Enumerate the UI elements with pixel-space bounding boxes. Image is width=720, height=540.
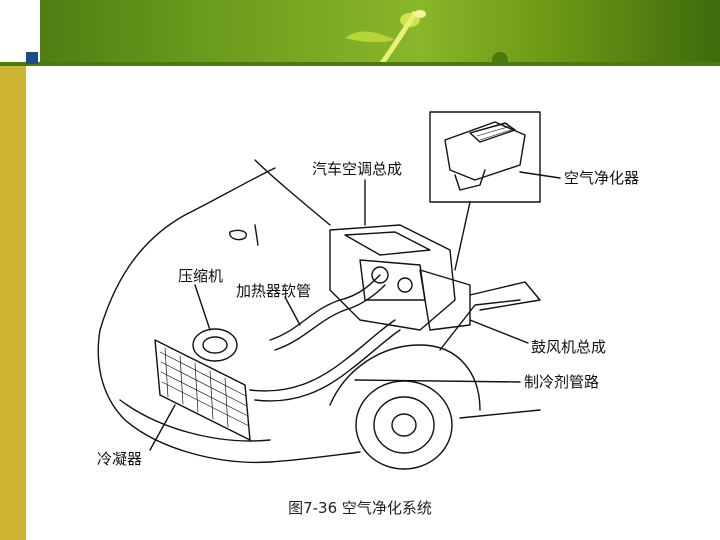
label-compressor: 压缩机 — [178, 267, 224, 285]
refrigerant-pipe — [249, 319, 396, 392]
callout-refrigerant — [354, 379, 521, 383]
callout-blower — [469, 319, 529, 344]
left-sidebar-bar — [0, 66, 26, 540]
header-divider — [0, 62, 720, 66]
corner-accent-square — [26, 52, 38, 64]
callout-heater — [284, 296, 301, 326]
car-door-line — [439, 299, 521, 351]
car-hood-edge — [254, 159, 331, 226]
callout-inset-link — [454, 201, 471, 271]
label-refrigerant-pipe: 制冷剂管路 — [524, 373, 600, 391]
car-side-outline — [269, 451, 361, 463]
header-banner — [0, 0, 720, 66]
callout-compressor — [194, 284, 211, 331]
car-fender — [329, 344, 481, 411]
air-purifier-inset — [429, 111, 541, 203]
wheel-outer — [355, 380, 453, 470]
label-hvac-assembly: 汽车空调总成 — [312, 160, 403, 178]
hvac-assembly-box — [329, 224, 456, 331]
blower-assembly — [419, 269, 471, 331]
callout-purifier — [519, 171, 561, 179]
callout-condenser — [149, 404, 176, 451]
label-condenser: 冷凝器 — [97, 450, 143, 468]
car-hood-outline — [99, 167, 276, 331]
wheel-inner — [373, 396, 435, 454]
label-blower-assembly: 鼓风机总成 — [531, 338, 607, 356]
car-bumper — [119, 399, 271, 442]
label-heater-hose: 加热器软管 — [236, 282, 312, 300]
condenser-frame — [154, 339, 251, 441]
figure-caption: 图7-36 空气净化系统 — [288, 499, 432, 517]
car-front-outline — [97, 329, 271, 464]
compressor-body — [192, 328, 238, 362]
label-air-purifier: 空气净化器 — [564, 169, 640, 187]
